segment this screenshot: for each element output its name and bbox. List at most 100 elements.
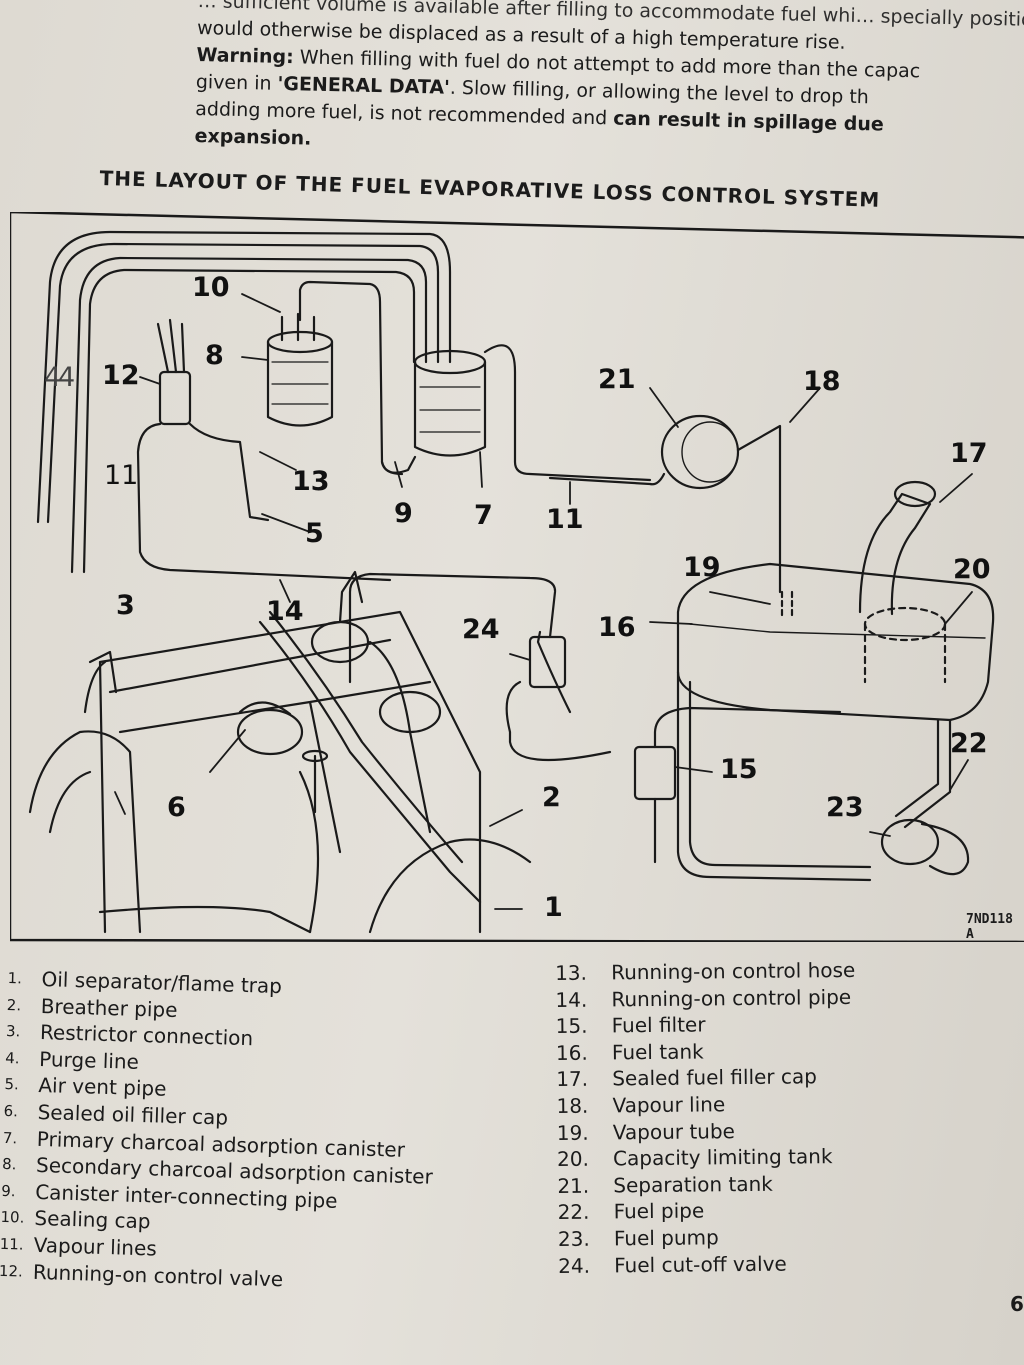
- legend-item-text: Breather pipe: [40, 993, 178, 1022]
- legend-item-text: Vapour lines: [33, 1232, 158, 1261]
- legend-item-text: Air vent pipe: [38, 1073, 167, 1102]
- legend-item: 13. Running-on control hose: [555, 957, 855, 987]
- callout-4-label: 4: [58, 362, 76, 393]
- legend-item-number: 24.: [558, 1253, 591, 1278]
- legend-item: 21. Separation tank: [557, 1170, 857, 1200]
- legend-item-text: Capacity limiting tank: [612, 1144, 833, 1171]
- diagram-title: THE LAYOUT OF THE FUEL EVAPORATIVE LOSS …: [99, 166, 881, 212]
- callout-7: 7: [474, 500, 493, 531]
- callout-4: 4: [44, 362, 62, 393]
- legend-item-text: Fuel tank: [611, 1039, 704, 1065]
- legend-item-text: Vapour line: [612, 1092, 726, 1118]
- callout-24: 24: [462, 614, 500, 645]
- fuel-tank: [676, 480, 995, 722]
- primary-canister: [380, 344, 652, 482]
- legend-item-number: 16.: [555, 1040, 588, 1065]
- legend-item-number: 21.: [557, 1173, 590, 1198]
- legend-item: 17. Sealed fuel filler cap: [556, 1063, 856, 1093]
- callout-13: 13: [292, 466, 330, 497]
- legend-item-number: 10.: [0, 1208, 25, 1227]
- legend-right: 13. Running-on control hose 14. Running-on …: [555, 957, 858, 1279]
- legend-item-number: 20.: [556, 1146, 590, 1172]
- legend-item-text: Vapour tube: [612, 1118, 736, 1144]
- cut-off-valve: [348, 572, 612, 762]
- legend-item-number: 12.: [0, 1261, 24, 1281]
- legend-item-text: Running-on control pipe: [611, 984, 852, 1012]
- legend-item: 22. Fuel pipe: [558, 1196, 858, 1226]
- legend-item-number: 2.: [6, 995, 22, 1014]
- separation-tank: [548, 414, 782, 594]
- callout-9: 9: [394, 498, 413, 529]
- legend-item-number: 4.: [4, 1048, 20, 1068]
- fuel-system-diagram: [8, 210, 1024, 944]
- legend-item-number: 18.: [556, 1093, 589, 1118]
- legend-item-text: Purge line: [38, 1046, 140, 1074]
- callout-11-left: 11: [104, 460, 139, 491]
- secondary-canister: [266, 280, 404, 476]
- legend-item-text: Sealing cap: [34, 1206, 151, 1234]
- callout-5: 5: [305, 518, 324, 549]
- running-on-valve: [136, 318, 392, 582]
- callout-16: 16: [598, 612, 636, 643]
- legend-item-number: 1.: [7, 968, 23, 988]
- intro-text: … sufficient volume is available after f…: [194, 0, 1024, 169]
- warning-label: Warning:: [196, 43, 294, 69]
- legend-item-number: 23.: [557, 1226, 590, 1251]
- callout-3: 3: [116, 590, 135, 621]
- callout-6: 6: [167, 792, 186, 823]
- legend-item-number: 11.: [0, 1234, 24, 1254]
- figure-reference: 7ND118 A: [966, 912, 1013, 942]
- legend-item-text: Fuel cut-off valve: [614, 1251, 787, 1277]
- callout-19: 19: [683, 552, 721, 583]
- legend-item-text: Sealed fuel filler cap: [612, 1064, 818, 1091]
- leader-lines: [114, 293, 973, 910]
- callout-23: 23: [826, 792, 864, 823]
- callout-20: 20: [953, 554, 991, 585]
- callout-18: 18: [803, 366, 841, 397]
- callout-11-center: 11: [546, 504, 584, 535]
- callout-22: 22: [950, 728, 988, 759]
- diagram-frame: [8, 210, 1024, 944]
- legend-item: 23. Fuel pump: [558, 1223, 858, 1253]
- legend-item-number: 22.: [557, 1199, 590, 1225]
- legend-item: 15. Fuel filter: [556, 1010, 856, 1040]
- legend-item: 18. Vapour line: [556, 1090, 856, 1120]
- callout-17: 17: [950, 438, 988, 469]
- legend-item-number: 3.: [5, 1022, 21, 1041]
- callout-8: 8: [205, 340, 224, 371]
- legend-item: 16. Fuel tank: [556, 1037, 856, 1067]
- fuel-line: [536, 630, 970, 882]
- legend-item-number: 5.: [4, 1075, 20, 1094]
- legend-item-number: 17.: [556, 1067, 589, 1092]
- legend-item: 24. Fuel cut-off valve: [558, 1249, 858, 1279]
- warning-bold-end: can result in spillage due: [613, 107, 885, 136]
- legend-item-text: Fuel filter: [611, 1012, 706, 1038]
- legend-item-number: 7.: [2, 1128, 18, 1147]
- callout-1: 1: [544, 892, 563, 923]
- legend-item-text: Separation tank: [613, 1171, 773, 1198]
- expansion-word: expansion.: [194, 124, 312, 150]
- callout-15: 15: [720, 754, 758, 785]
- legend-item-text: Fuel pipe: [613, 1198, 705, 1224]
- general-data-ref: 'GENERAL DATA': [277, 72, 451, 99]
- legend-item-number: 13.: [555, 960, 588, 985]
- legend-item-number: 14.: [555, 987, 588, 1012]
- legend-item-text: Running-on control hose: [611, 957, 856, 985]
- legend-item-text: Fuel pump: [613, 1225, 719, 1251]
- legend-item: 20. Capacity limiting tank: [557, 1143, 857, 1173]
- legend-item: 19. Vapour tube: [557, 1116, 857, 1146]
- legend-item-number: 19.: [556, 1120, 589, 1145]
- legend-item-number: 6.: [3, 1101, 19, 1121]
- callout-2: 2: [542, 782, 561, 813]
- callout-21: 21: [598, 364, 636, 395]
- legend-item-number: 15.: [555, 1013, 588, 1039]
- legend-item-number: 8.: [1, 1155, 17, 1174]
- callout-14: 14: [266, 596, 304, 627]
- warning-text-b: given in: [195, 70, 278, 95]
- page-number: 6: [1010, 1292, 1024, 1316]
- legend-item-number: 9.: [1, 1181, 16, 1201]
- callout-12: 12: [102, 360, 140, 391]
- legend-item: 14. Running-on control pipe: [555, 983, 855, 1013]
